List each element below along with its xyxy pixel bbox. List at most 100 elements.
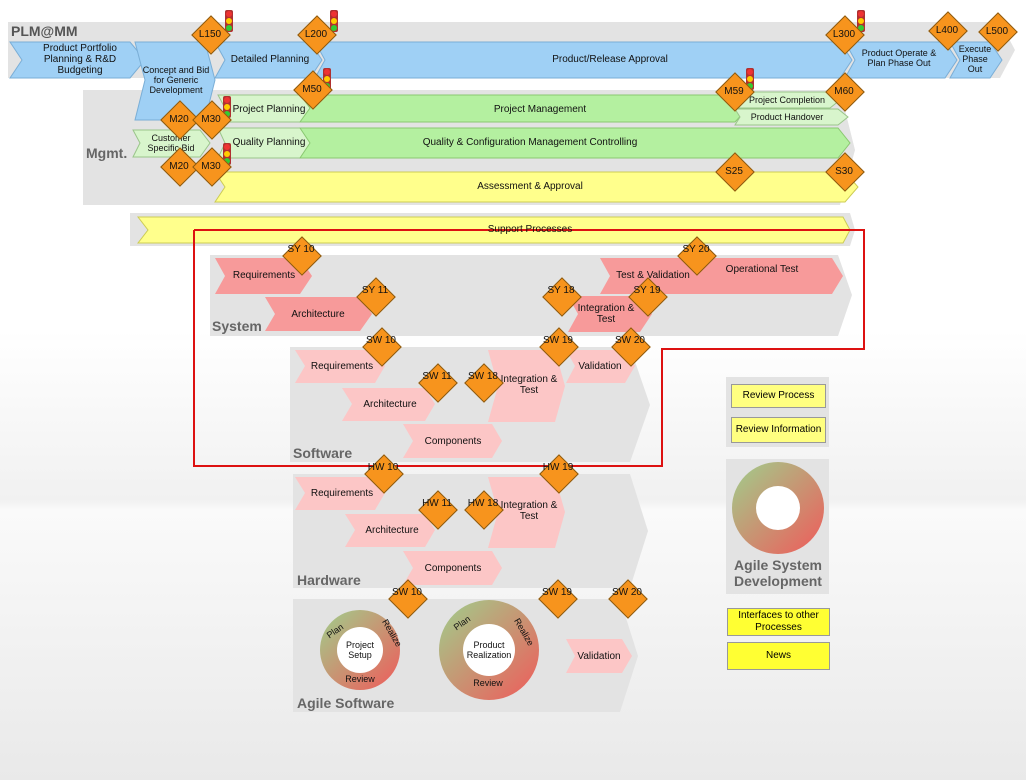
sw-int-label: Integration & Test — [500, 374, 558, 396]
milestone-s30-label: S30 — [835, 166, 853, 177]
milestone-l150-label: L150 — [198, 29, 222, 40]
sys-int-shape — [568, 296, 652, 332]
assessment-label: Assessment & Approval — [477, 181, 583, 192]
sys-tv-shape — [600, 258, 705, 294]
sw-req-label: Requirements — [310, 361, 374, 372]
milestone-hw18-label: HW 18 — [467, 498, 499, 509]
hw-req-label: Requirements — [310, 488, 374, 499]
milestone-m20a-label: M20 — [169, 114, 189, 125]
milestone-m30a-label: M30 — [201, 114, 221, 125]
milestone-asw19-label: SW 19 — [541, 587, 572, 598]
agile-section-label: Agile Software — [297, 695, 395, 711]
hw-comp-label: Components — [424, 563, 482, 574]
highlight-outline — [193, 229, 865, 467]
product-handover-label: Product Handover — [750, 112, 824, 122]
phase-approval-label: Product/Release Approval — [552, 54, 668, 65]
support-label: Support Processes — [487, 224, 573, 235]
phase-execute-label: Execute Phase Out — [958, 44, 992, 74]
legend-agile-label: Agile System Development — [734, 557, 822, 589]
agile-val-label: Validation — [577, 651, 621, 662]
project-planning-label: Project Planning — [232, 104, 306, 115]
hw-int-shape — [488, 477, 565, 548]
customer-bid-shape — [132, 129, 211, 158]
sw-int-shape — [488, 350, 565, 422]
agile-realization-label: Product Realization — [466, 640, 512, 660]
page-title: PLM@MM — [11, 23, 78, 39]
sys-op-label: Operational Test — [725, 264, 799, 275]
phase-concept-label: Concept and Bid for Generic Development — [142, 65, 210, 95]
milestone-l400-label: L400 — [935, 25, 959, 36]
system-section-label: System — [212, 318, 262, 334]
phase-operate-label: Product Operate & Plan Phase Out — [861, 48, 937, 68]
phase-portfolio-shape — [9, 41, 146, 79]
traffic-light-icon — [857, 10, 865, 32]
product-handover-shape — [734, 108, 849, 126]
milestone-sy20-label: SY 20 — [682, 244, 710, 255]
milestone-asw10-label: SW 10 — [391, 587, 422, 598]
legend-news: News — [727, 642, 830, 670]
software-section-label: Software — [293, 445, 353, 461]
milestone-sy19-label: SY 19 — [633, 285, 661, 296]
legend-review-process: Review Process — [731, 384, 826, 408]
milestone-sy11-label: SY 11 — [361, 285, 389, 296]
sys-int-label: Integration & Test — [577, 303, 635, 325]
milestone-m60-label: M60 — [834, 86, 854, 97]
legend-review-information: Review Information — [731, 417, 826, 443]
hw-int-label: Integration & Test — [500, 500, 558, 522]
sys-op-shape — [688, 258, 843, 294]
phase-portfolio-label: Product Portfolio Planning & R&D Budgeti… — [43, 43, 117, 76]
sw-req-shape — [295, 350, 385, 383]
milestone-s25-label: S25 — [725, 166, 743, 177]
hw-arch-label: Architecture — [365, 525, 419, 536]
milestone-m50-label: M50 — [302, 84, 322, 95]
sw-val-label: Validation — [578, 361, 622, 372]
milestone-m30b-label: M30 — [201, 161, 221, 172]
milestone-sw10-label: SW 10 — [365, 335, 396, 346]
sw-comp-shape — [403, 424, 502, 458]
traffic-light-icon — [330, 10, 338, 32]
milestone-sy10-label: SY 10 — [287, 244, 315, 255]
agile-setup-review: Review — [345, 674, 375, 684]
quality-planning-label: Quality Planning — [232, 137, 306, 148]
milestone-asw20-label: SW 20 — [611, 587, 642, 598]
milestone-sw18-label: SW 18 — [467, 371, 498, 382]
hw-req-shape — [295, 477, 385, 510]
sys-arch-label: Architecture — [291, 309, 345, 320]
phase-detailed-label: Detailed Planning — [230, 54, 310, 65]
milestone-sw11-label: SW 11 — [422, 371, 452, 382]
hw-comp-shape — [403, 551, 502, 585]
agile-setup-label: Project Setup — [345, 640, 374, 660]
hw-arch-shape — [345, 514, 435, 547]
milestone-hw10-label: HW 10 — [367, 462, 399, 473]
milestone-sy18-label: SY 18 — [547, 285, 575, 296]
agile-val-shape — [566, 639, 632, 673]
milestone-hw19-label: HW 19 — [542, 462, 574, 473]
sw-comp-label: Components — [424, 436, 482, 447]
sys-req-label: Requirements — [232, 270, 296, 281]
sw-val-shape — [566, 350, 635, 383]
milestone-m59-label: M59 — [724, 86, 744, 97]
sys-tv-label: Test & Validation — [616, 270, 690, 281]
project-management-label: Project Management — [493, 104, 587, 115]
sys-req-shape — [215, 258, 312, 294]
customer-bid-label: Customer Specific Bid — [147, 133, 195, 153]
milestone-l200-label: L200 — [304, 29, 328, 40]
milestone-hw11-label: HW 11 — [422, 498, 452, 509]
project-completion-label: Project Completion — [748, 95, 826, 105]
sw-arch-shape — [342, 388, 435, 421]
traffic-light-icon — [225, 10, 233, 32]
milestone-l300-label: L300 — [832, 29, 856, 40]
milestone-m20b-label: M20 — [169, 161, 189, 172]
legend-interfaces: Interfaces to other Processes — [727, 608, 830, 636]
milestone-l500-label: L500 — [985, 26, 1009, 37]
milestone-sw20-label: SW 20 — [614, 335, 645, 346]
mgmt-label: Mgmt. — [86, 145, 128, 161]
hardware-section-label: Hardware — [297, 572, 361, 588]
sys-arch-shape — [265, 297, 372, 331]
sw-arch-label: Architecture — [363, 399, 417, 410]
agile-realization-review: Review — [473, 678, 503, 688]
milestone-sw19-label: SW 19 — [542, 335, 573, 346]
traffic-light-icon — [223, 143, 231, 165]
quality-config-label: Quality & Configuration Management Contr… — [422, 137, 638, 148]
traffic-light-icon — [223, 96, 231, 118]
